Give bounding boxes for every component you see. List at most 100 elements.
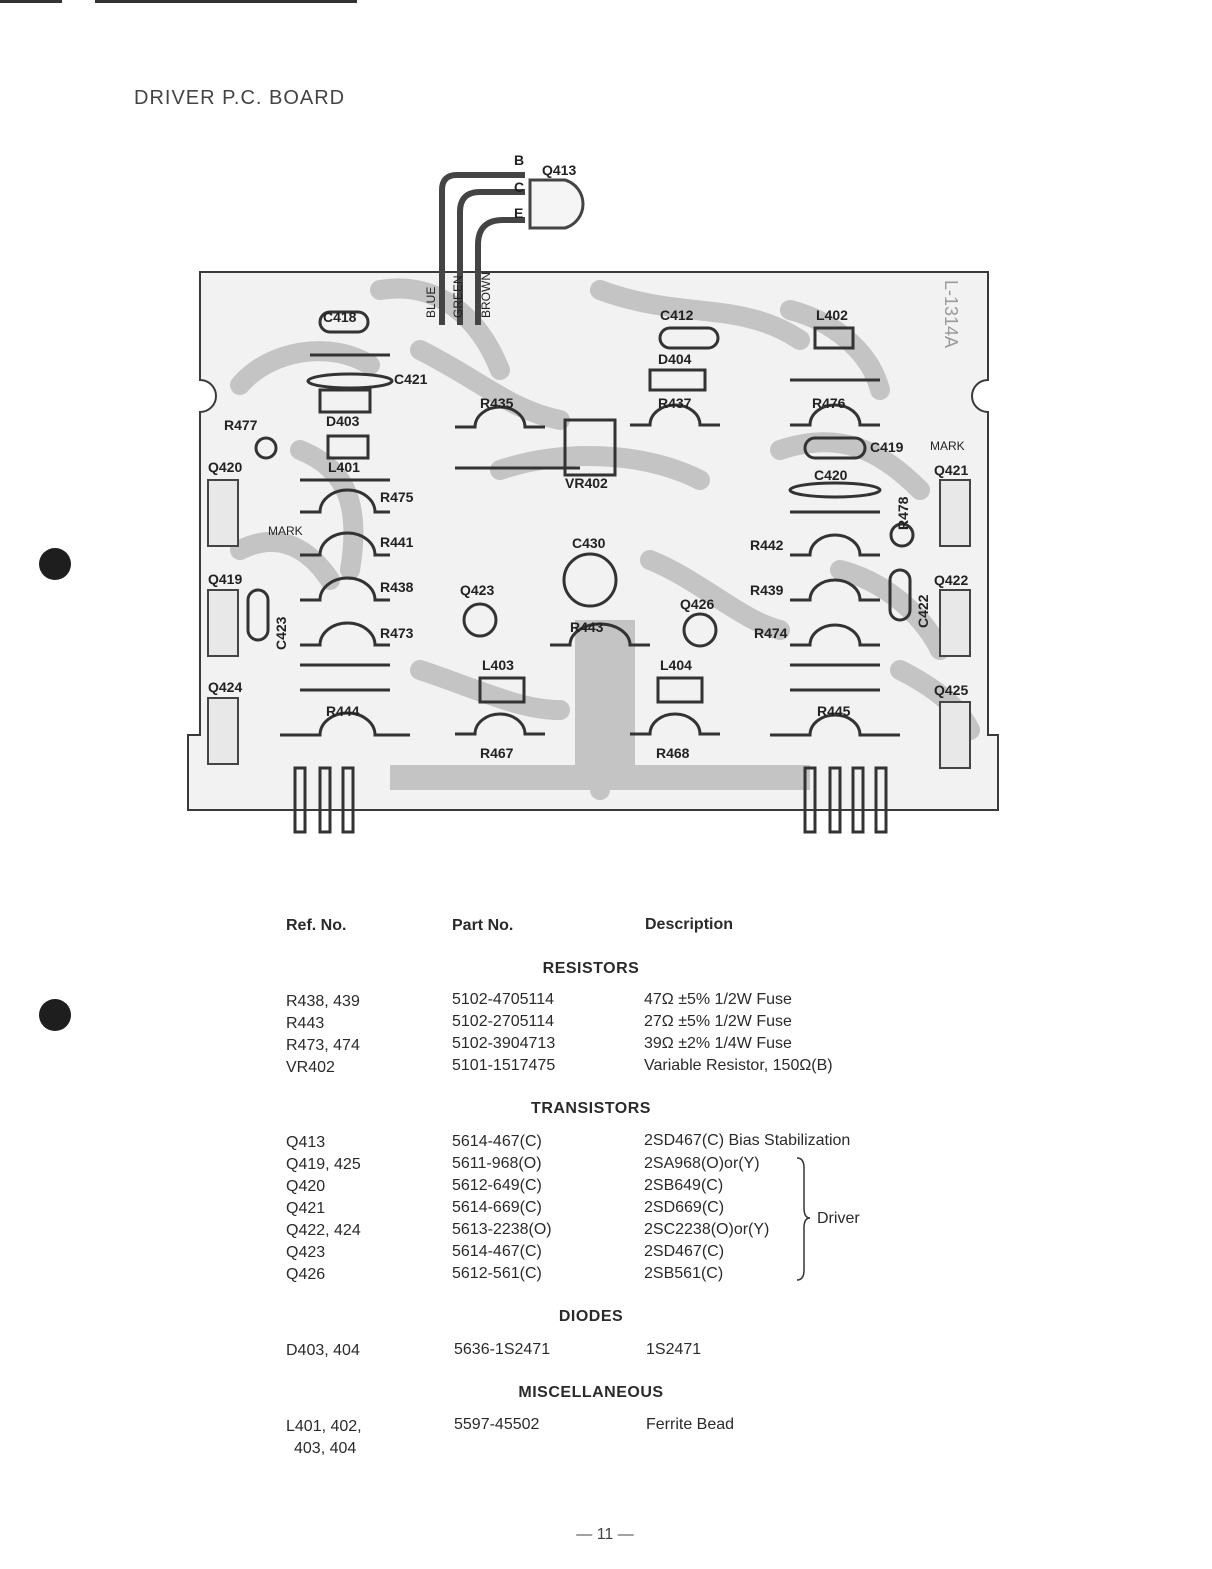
label-pin-b: B [514, 152, 524, 168]
row-ref: Q419, 425 [286, 1156, 361, 1173]
row-part: 5101-1517475 [452, 1057, 556, 1074]
row-part: 5611-968(O) [452, 1155, 542, 1172]
row-part: 5613-2238(O) [452, 1221, 552, 1238]
label-r443: R443 [570, 619, 604, 635]
row-ref: L401, 402, [286, 1418, 362, 1435]
pcb-diagram: Q413 B C E C418 C421 D403 R477 L401 R475… [187, 152, 999, 834]
driver-group-label: Driver [817, 1210, 860, 1227]
row-ref: 403, 404 [294, 1440, 357, 1457]
q420-pads [207, 479, 239, 547]
q413-assembly [439, 172, 525, 325]
label-r444: R444 [326, 703, 360, 719]
center-ground [575, 620, 635, 770]
row-ref: Q421 [286, 1200, 326, 1217]
binder-hole-lower [39, 999, 71, 1031]
q422-pads [939, 589, 971, 657]
r477-pad [254, 436, 278, 460]
label-c420: C420 [814, 467, 848, 483]
row-ref: Q426 [286, 1266, 326, 1283]
connector-pins-left [293, 766, 355, 834]
row-part: 5614-467(C) [452, 1133, 542, 1150]
label-r475: R475 [380, 489, 414, 505]
row-ref: Q413 [286, 1134, 326, 1151]
row-desc: 2SA968(O)or(Y) [644, 1155, 760, 1172]
section-diodes: DIODES [558, 1308, 624, 1325]
row-part: 5612-649(C) [452, 1177, 542, 1194]
label-l403: L403 [482, 657, 514, 673]
label-q425: Q425 [934, 682, 968, 698]
label-l404: L404 [660, 657, 692, 673]
row-desc: 47Ω ±5% 1/2W Fuse [644, 991, 792, 1008]
label-r474: R474 [754, 625, 788, 641]
row-desc: 39Ω ±2% 1/4W Fuse [644, 1035, 792, 1052]
row-desc: Variable Resistor, 150Ω(B) [644, 1057, 833, 1074]
label-r473: R473 [380, 625, 414, 641]
page-number: — 11 — [576, 1526, 634, 1543]
label-q424: Q424 [208, 679, 242, 695]
row-ref: D403, 404 [286, 1342, 360, 1359]
label-wire-blue: BLUE [424, 287, 438, 318]
binder-hole-upper [39, 548, 71, 580]
label-l402: L402 [816, 307, 848, 323]
components-center [455, 326, 720, 736]
top-rule-right [95, 0, 357, 3]
row-ref: VR402 [286, 1059, 335, 1076]
label-q422: Q422 [934, 572, 968, 588]
section-transistors: TRANSISTORS [531, 1100, 651, 1117]
label-q421: Q421 [934, 462, 968, 478]
q419-pads [207, 589, 239, 657]
row-part: 5102-2705114 [452, 1013, 555, 1030]
label-l401: L401 [328, 459, 360, 475]
q424-pads [207, 697, 239, 765]
label-pin-c: C [514, 179, 524, 195]
row-ref: R473, 474 [286, 1037, 360, 1054]
connector-pins-right [803, 766, 888, 834]
label-q423: Q423 [460, 582, 494, 598]
label-wire-green: GREEN [451, 275, 465, 318]
top-rule-left [0, 0, 62, 3]
label-r437: R437 [658, 395, 692, 411]
section-resistors: RESISTORS [542, 960, 640, 977]
label-r478: R478 [895, 496, 911, 530]
row-part: 5597-45502 [454, 1416, 540, 1433]
header-ref: Ref. No. [286, 917, 347, 934]
header-part: Part No. [452, 917, 514, 934]
board-outline [187, 271, 999, 811]
label-vr402: VR402 [565, 475, 608, 491]
label-c430: C430 [572, 535, 606, 551]
label-c422: C422 [915, 594, 931, 628]
header-desc: Description [645, 916, 734, 933]
row-ref: Q422, 424 [286, 1222, 361, 1239]
label-board-code: L-1314A [941, 280, 961, 348]
label-r439: R439 [750, 582, 784, 598]
components-left [246, 310, 410, 737]
row-desc: 2SC2238(O)or(Y) [644, 1221, 770, 1238]
label-c419: C419 [870, 439, 904, 455]
label-c418: C418 [323, 309, 357, 325]
label-pin-e: E [514, 205, 523, 221]
row-desc: 2SD467(C) [644, 1243, 725, 1260]
label-r468: R468 [656, 745, 690, 761]
row-ref: Q420 [286, 1178, 326, 1195]
row-part: 5102-4705114 [452, 991, 555, 1008]
label-r476: R476 [812, 395, 846, 411]
row-ref: Q423 [286, 1244, 326, 1261]
label-r441: R441 [380, 534, 414, 550]
row-desc: 2SB561(C) [644, 1265, 724, 1282]
label-r442: R442 [750, 537, 784, 553]
label-r467: R467 [480, 745, 514, 761]
row-part: 5636-1S2471 [454, 1341, 551, 1358]
label-d403: D403 [326, 413, 360, 429]
driver-brace [796, 1157, 811, 1281]
page-title: DRIVER P.C. BOARD [134, 87, 346, 109]
row-part: 5614-467(C) [452, 1243, 542, 1260]
label-wire-brown: BROWN [479, 272, 493, 318]
row-desc: 2SD669(C) [644, 1199, 725, 1216]
label-d404: D404 [658, 351, 692, 367]
row-ref: R438, 439 [286, 993, 360, 1010]
row-desc: 2SD467(C) Bias Stabilization [644, 1132, 851, 1149]
copper-traces [230, 278, 980, 800]
q421-pads [939, 479, 971, 547]
label-mark-right: MARK [930, 439, 965, 453]
components-right [770, 326, 915, 737]
